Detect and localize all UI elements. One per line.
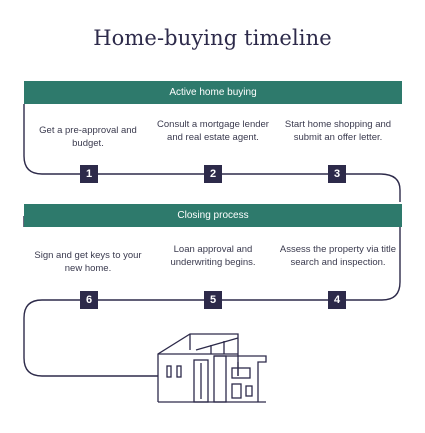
- step-2-badge: 2: [204, 165, 222, 183]
- section-header-active: Active home buying: [24, 81, 402, 104]
- step-1-badge: 1: [80, 165, 98, 183]
- page-title: Home-buying timeline: [93, 26, 332, 50]
- step-6-text: Sign and get keys to your new home.: [34, 250, 142, 274]
- step-3-badge: 3: [328, 165, 346, 183]
- step-5-badge: 5: [204, 291, 222, 309]
- step-6-badge: 6: [80, 291, 98, 309]
- step-3-text: Start home shopping and submit an offer …: [284, 119, 392, 143]
- step-1-text: Get a pre-approval and budget.: [39, 125, 137, 149]
- connector-row-2: [23, 227, 401, 377]
- step-4-text: Assess the property via title search and…: [279, 244, 397, 268]
- section-header-closing: Closing process: [24, 204, 402, 227]
- step-5-text: Loan approval and underwriting begins.: [170, 244, 256, 268]
- house-icon: [157, 333, 267, 403]
- step-2-text: Consult a mortgage lender and real estat…: [157, 119, 269, 143]
- step-4-badge: 4: [328, 291, 346, 309]
